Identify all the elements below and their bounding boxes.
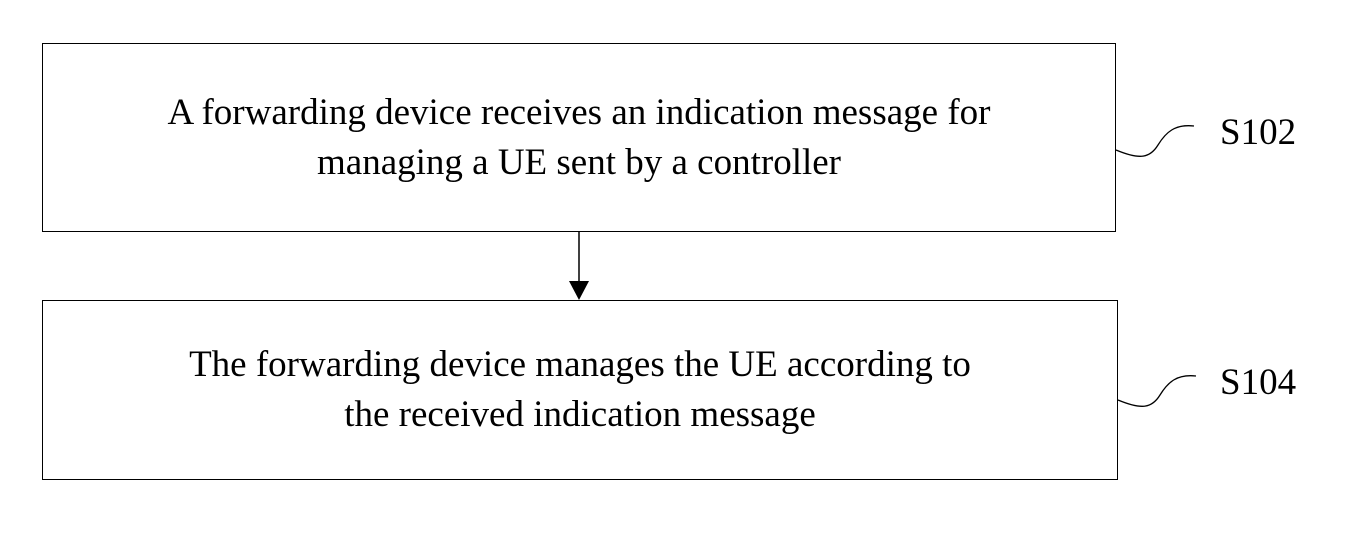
label-leader-s104 (1118, 376, 1196, 407)
flow-arrow-head (569, 281, 589, 300)
step-label-s104: S104 (1220, 363, 1296, 403)
label-leader-s102 (1116, 126, 1194, 157)
step-label-s102: S102 (1220, 113, 1296, 153)
